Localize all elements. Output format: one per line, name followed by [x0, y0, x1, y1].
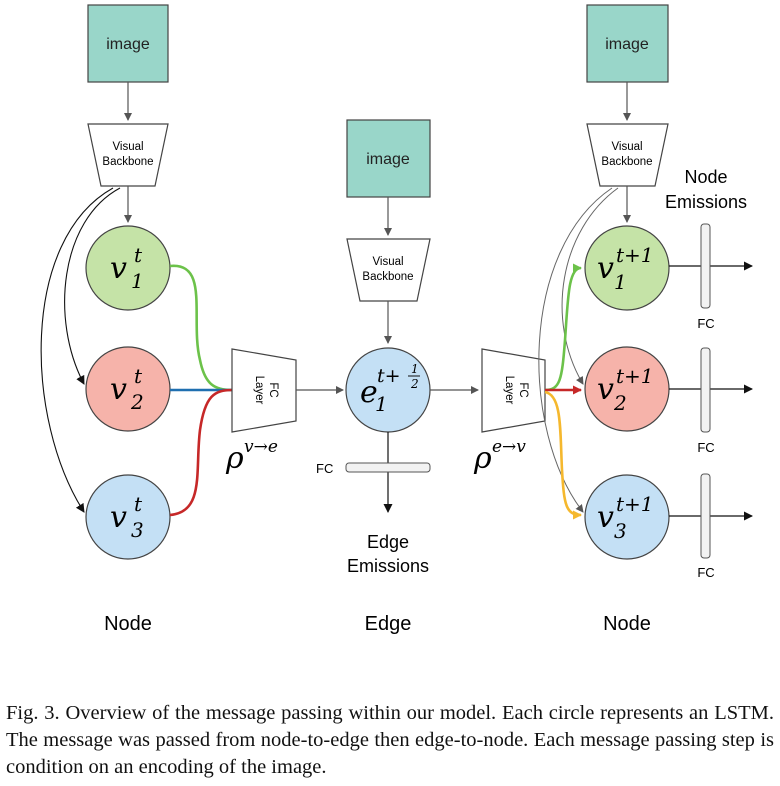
- fc-label-node-3: FC: [697, 565, 714, 580]
- right-node-1-sub: 1: [614, 270, 627, 294]
- image-label-left: image: [106, 36, 150, 53]
- edge-emissions-line1: Edge: [367, 532, 409, 552]
- fc-layer-2-line2: Layer: [503, 376, 515, 405]
- message-line-yellow-right: [544, 390, 582, 520]
- message-line-green-right: [544, 263, 582, 392]
- backbone-label-left-1: Visual: [112, 141, 143, 153]
- image-label-right: image: [605, 36, 649, 53]
- left-node-3-var: v: [110, 500, 127, 535]
- rho-e-to-v-base: ρ: [473, 441, 492, 476]
- right-node-1: v t+1 1: [584, 225, 670, 311]
- left-node-2-sub: 2: [130, 390, 144, 414]
- right-node-3-sup: t+1: [616, 492, 654, 516]
- left-node-1-sup: t: [134, 243, 143, 267]
- fc-bar-edge: [345, 462, 431, 473]
- fc-layer-1-line1: FC: [267, 382, 279, 397]
- image-box-right: [586, 4, 669, 83]
- right-node-3-var: v: [597, 500, 614, 535]
- fc-bar-node-2: [700, 347, 711, 433]
- backbone-label-left-2: Backbone: [102, 156, 153, 168]
- left-node-1-var: v: [110, 251, 127, 286]
- visual-backbone-right: [586, 123, 669, 187]
- fc-label-node-1: FC: [697, 316, 714, 331]
- image-box-middle: [346, 119, 431, 198]
- left-column: image Visual Backbone: [40, 4, 169, 513]
- edge-node-sup: t+: [377, 365, 401, 387]
- edge-node-var: e: [360, 375, 378, 410]
- edge-node: e t+ 1 2 1: [345, 347, 431, 433]
- left-node-3-sup: t: [134, 492, 143, 516]
- fc-bar-node-1: [700, 223, 711, 309]
- left-node-3-sub: 3: [131, 518, 144, 542]
- message-passing-diagram: image Visual Backbone v t 1 v t 2 v t 3 …: [40, 4, 753, 635]
- figure-caption: Fig. 3. Overview of the message passing …: [6, 702, 774, 778]
- rho-v-to-e-label: ρ v→e: [225, 437, 278, 476]
- edge-node-sub: 1: [375, 392, 388, 416]
- edge-node-frac-num: 1: [411, 362, 419, 376]
- visual-backbone-middle: [346, 238, 431, 302]
- backbone-label-middle-2: Backbone: [362, 271, 413, 283]
- fc-label-edge: FC: [316, 461, 333, 476]
- right-node-1-sup: t+1: [616, 243, 654, 267]
- fc-layer-2-line1: FC: [517, 382, 529, 397]
- image-box-left: [87, 4, 169, 83]
- rho-v-to-e-sup: v→e: [244, 437, 278, 457]
- right-node-2-sub: 2: [613, 391, 627, 415]
- image-label-middle: image: [366, 151, 410, 168]
- right-node-2-var: v: [597, 372, 614, 407]
- right-node-2-sup: t+1: [616, 364, 654, 388]
- fc-layer-1: FC Layer: [231, 348, 297, 433]
- edge-emissions-line2: Emissions: [347, 556, 429, 576]
- right-node-3-sub: 3: [614, 519, 627, 543]
- backbone-label-right-1: Visual: [611, 141, 642, 153]
- backbone-label-middle-1: Visual: [372, 256, 403, 268]
- rho-v-to-e-base: ρ: [225, 441, 244, 476]
- fc-bar-node-3: [700, 473, 711, 559]
- fc-layer-2: FC Layer: [481, 348, 546, 433]
- left-node-2: v t 2: [85, 346, 171, 432]
- rho-e-to-v-label: ρ e→v: [473, 437, 526, 476]
- left-node-1-sub: 1: [131, 269, 144, 293]
- column-label-left: Node: [104, 613, 152, 635]
- left-node-2-var: v: [110, 372, 127, 407]
- message-line-red-left: [169, 388, 233, 517]
- rho-e-to-v-sup: e→v: [492, 437, 526, 457]
- visual-backbone-left: [87, 123, 169, 187]
- node-emissions-line1: Node: [684, 167, 727, 187]
- left-node-2-sup: t: [134, 364, 143, 388]
- right-node-3: v t+1 3: [584, 474, 670, 560]
- left-node-3: v t 3: [85, 474, 171, 560]
- fc-layer-1-line2: Layer: [253, 376, 265, 405]
- backbone-label-right-2: Backbone: [601, 156, 652, 168]
- edge-node-frac-den: 2: [410, 377, 419, 391]
- fc-label-node-2: FC: [697, 440, 714, 455]
- column-label-middle: Edge: [365, 613, 412, 635]
- node-emissions-line2: Emissions: [665, 192, 747, 212]
- message-line-green-left: [169, 264, 233, 392]
- column-label-right: Node: [603, 613, 651, 635]
- right-node-1-var: v: [597, 251, 614, 286]
- left-node-1: v t 1: [85, 225, 171, 311]
- right-node-2: v t+1 2: [584, 346, 670, 432]
